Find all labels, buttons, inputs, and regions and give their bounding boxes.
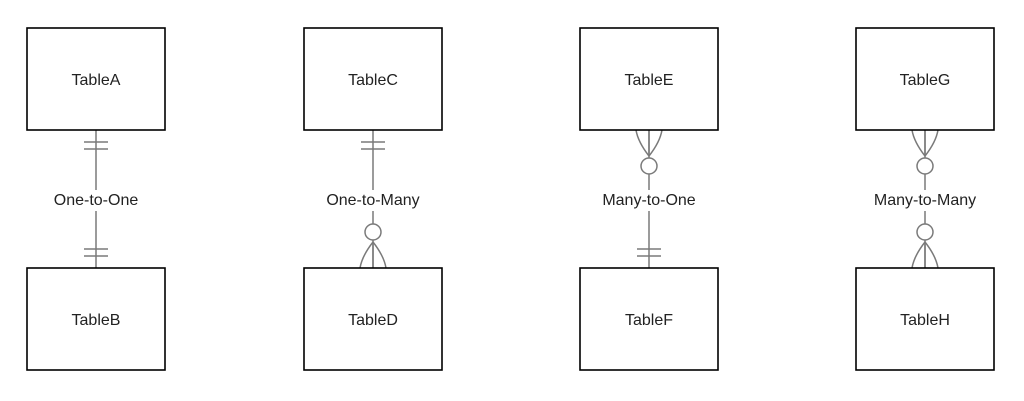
entity-top-4-label: TableG [900, 72, 951, 89]
entity-bottom-2-label: TableD [348, 312, 398, 329]
bottom-many-marker-2-prong-right [372, 241, 387, 269]
entity-top-1: TableA [26, 27, 166, 131]
bottom-many-marker-4-prong-left [911, 241, 926, 269]
top-one-marker-1 [84, 141, 108, 150]
entity-bottom-3-label: TableF [625, 312, 673, 329]
bottom-one-marker-1 [84, 248, 108, 257]
bottom-many-marker-2 [359, 223, 387, 269]
entity-bottom-4-label: TableH [900, 312, 950, 329]
entity-top-1-box [26, 27, 166, 131]
relationship-label-1: One-to-One [54, 192, 139, 209]
relationship-label-bg-1 [49, 190, 143, 211]
bottom-one-marker-3 [637, 248, 661, 257]
relationship-label-bg-4 [869, 190, 981, 211]
relationship-label-4: Many-to-Many [874, 192, 976, 209]
bottom-many-marker-2-prong-left [359, 241, 374, 269]
relationship-label-bg-2 [322, 190, 424, 211]
entity-top-4-box [855, 27, 995, 131]
top-many-marker-3-prong-left [635, 129, 650, 157]
entity-bottom-4: TableH [855, 267, 995, 371]
entity-bottom-4-box [855, 267, 995, 371]
entity-top-3-label: TableE [625, 72, 674, 89]
top-many-marker-4-circle [916, 157, 934, 175]
entity-bottom-3-box [579, 267, 719, 371]
entity-top-2: TableC [303, 27, 443, 131]
top-many-marker-3 [635, 129, 663, 175]
entity-bottom-2-box [303, 267, 443, 371]
top-many-marker-3-prong-right [648, 129, 663, 157]
bottom-many-marker-4-prong-right [924, 241, 939, 269]
relationship-2: One-to-Many TableC TableD [303, 27, 443, 371]
bottom-many-marker-4 [911, 223, 939, 269]
entity-top-2-box [303, 27, 443, 131]
entity-top-3-box [579, 27, 719, 131]
entity-bottom-1: TableB [26, 267, 166, 371]
entity-top-2-label: TableC [348, 72, 398, 89]
entity-top-4: TableG [855, 27, 995, 131]
relationship-label-2: One-to-Many [326, 192, 419, 209]
top-one-marker-2 [361, 141, 385, 150]
relationship-4: Many-to-Many TableG TableH [855, 27, 995, 371]
bottom-many-marker-2-circle [364, 223, 382, 241]
top-many-marker-4-prong-right [924, 129, 939, 157]
entity-bottom-3: TableF [579, 267, 719, 371]
entity-top-1-label: TableA [72, 72, 121, 89]
relationship-1: One-to-One TableA TableB [26, 27, 166, 371]
entity-bottom-2: TableD [303, 267, 443, 371]
relationship-3: Many-to-One TableE TableF [579, 27, 719, 371]
top-many-marker-4-prong-left [911, 129, 926, 157]
bottom-many-marker-4-circle [916, 223, 934, 241]
relationship-label-3: Many-to-One [602, 192, 695, 209]
entity-top-3: TableE [579, 27, 719, 131]
entity-bottom-1-box [26, 267, 166, 371]
relationship-label-bg-3 [598, 190, 700, 211]
top-many-marker-3-circle [640, 157, 658, 175]
top-many-marker-4 [911, 129, 939, 175]
entity-bottom-1-label: TableB [72, 312, 121, 329]
